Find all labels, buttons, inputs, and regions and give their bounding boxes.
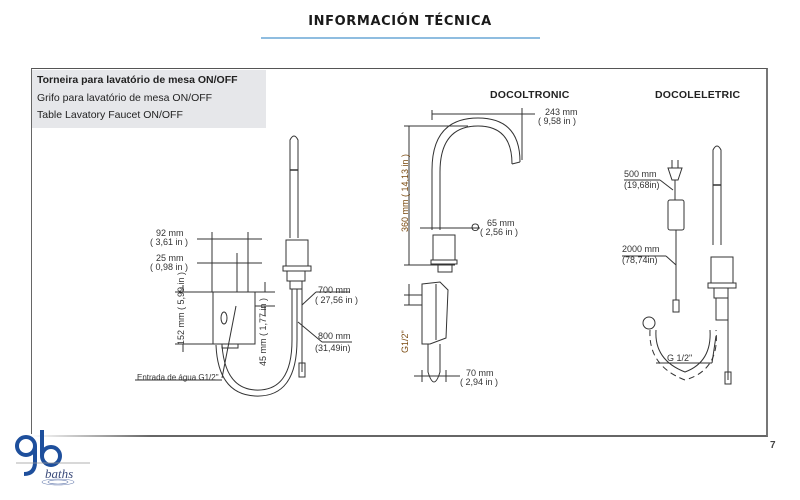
dim-243-mm: 243 mm xyxy=(545,107,578,117)
standard-faucet-drawing xyxy=(135,135,352,397)
product-name-pt: Torneira para lavatório de mesa ON/OFF xyxy=(37,74,238,86)
gb-baths-logo xyxy=(15,430,90,486)
dim-25-in: ( 0,98 in ) xyxy=(150,262,189,272)
dim-152: 152 mm ( 5,99 in ) xyxy=(176,271,186,345)
model-label-docoltronic: DOCOLTRONIC xyxy=(490,89,570,101)
dim-700-mm: 700 mm xyxy=(318,285,351,295)
dim-45: 45 mm ( 1,77 in ) xyxy=(258,297,268,366)
frame-fade xyxy=(31,434,151,438)
dim-65-mm: 65 mm xyxy=(487,218,515,228)
dim-243-in: ( 9,58 in ) xyxy=(538,116,577,126)
product-name-en: Table Lavatory Faucet ON/OFF xyxy=(37,109,183,121)
brand-text: baths xyxy=(45,466,74,481)
docoleletric-drawing xyxy=(622,145,737,385)
water-inlet-label: Entrada de água G1/2" xyxy=(137,373,219,382)
technical-drawing-frame xyxy=(31,68,768,437)
page-title: INFORMACIÓN TÉCNICA xyxy=(308,14,492,29)
dim-500-mm: 500 mm xyxy=(624,169,657,179)
dim-92-mm: 92 mm xyxy=(156,228,184,238)
dim-500-in: (19,68in) xyxy=(624,180,660,190)
dim-360: 360 mm ( 14,13 in ) xyxy=(400,153,410,232)
product-name-es: Grifo para lavatório de mesa ON/OFF xyxy=(37,92,213,104)
hole-symbol: O xyxy=(471,222,480,234)
docoltronic-drawing xyxy=(404,108,535,383)
dim-2000-mm: 2000 mm xyxy=(622,244,660,254)
dim-70-mm: 70 mm xyxy=(466,368,494,378)
dim-800-mm: 800 mm xyxy=(318,331,351,341)
dim-25-mm: 25 mm xyxy=(156,253,184,263)
title-divider xyxy=(261,37,540,39)
dim-2000-in: (78,74in) xyxy=(622,255,658,265)
product-name-box xyxy=(32,70,266,128)
dim-g12-docoltronic: G1/2" xyxy=(400,330,410,353)
dim-g12-docoleletric: G 1/2" xyxy=(667,353,693,363)
dim-800-in: (31,49in) xyxy=(315,343,351,353)
dim-700-in: ( 27,56 in ) xyxy=(315,295,359,305)
dim-92-in: ( 3,61 in ) xyxy=(150,237,189,247)
model-label-docoleletric: DOCOLELETRIC xyxy=(655,89,741,101)
dim-65-in: ( 2,56 in ) xyxy=(480,227,519,237)
dim-70-in: ( 2,94 in ) xyxy=(460,377,499,387)
page-number: 7 xyxy=(770,440,776,451)
